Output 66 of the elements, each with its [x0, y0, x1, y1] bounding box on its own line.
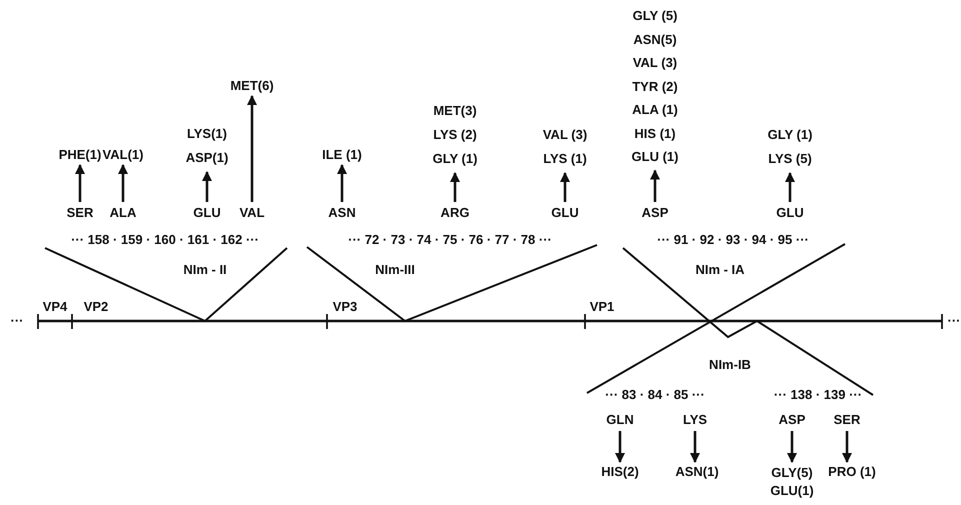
residue-label: ASP(1) [186, 149, 228, 167]
residue-label: GLY(5) [770, 464, 814, 482]
residue-label: GLU [193, 205, 221, 221]
protein-label: VP1 [590, 299, 614, 315]
residue-label: PRO (1) [828, 464, 876, 480]
residue-label: MET(6) [230, 78, 274, 94]
residue-label: VAL (3) [542, 126, 588, 144]
residue-label: GLU (1) [632, 148, 678, 166]
residue-label: ARG [440, 205, 470, 221]
residue-label: HIS(2) [601, 464, 639, 480]
site-label: NIm-III [375, 262, 415, 278]
residue-label: VAL(1) [102, 147, 144, 163]
arrow [785, 172, 795, 202]
residue-label: LYS(1) [186, 125, 228, 143]
residue-number-row: ··· 83 · 84 · 85 ··· [605, 387, 705, 403]
ellipsis: ··· [10, 313, 24, 329]
protein-label: VP3 [332, 299, 358, 315]
arrow [650, 170, 660, 202]
residue-label: ASP [778, 412, 806, 428]
protein-label: VP4 [42, 299, 68, 315]
residue-label: ASN(5) [632, 30, 678, 49]
ellipsis: ··· [948, 313, 960, 329]
residue-label: LYS [682, 412, 708, 428]
residue-label: GLY (1) [768, 126, 812, 144]
arrow [118, 164, 128, 202]
arrow [842, 431, 852, 463]
residue-label: ASN(1) [675, 464, 719, 480]
residue-label: LYS (2) [432, 126, 478, 144]
residue-label: ASN [328, 205, 356, 221]
residue-label: TYR (2) [632, 78, 678, 96]
residue-label: VAL [239, 205, 265, 221]
residue-number-row: ··· 72 · 73 · 74 · 75 · 76 · 77 · 78 ··· [348, 232, 552, 248]
residue-number-row: ··· 138 · 139 ··· [774, 387, 862, 403]
protein-label: VP2 [84, 299, 108, 315]
arrow [615, 431, 625, 463]
residue-label: PHE(1) [58, 147, 102, 163]
arrow [75, 164, 85, 202]
residue-label: SER [66, 205, 94, 221]
residue-label: ALA [110, 205, 136, 221]
residue-label: ALA (1) [632, 101, 678, 119]
residue-number-row: ··· 158 · 159 · 160 · 161 · 162 ··· [71, 232, 259, 248]
residue-label: GLN [606, 412, 634, 428]
residue-label: ILE (1) [322, 147, 362, 163]
residue-label: LYS (5) [768, 150, 812, 168]
residue-label: ASP [642, 205, 668, 221]
site-label: NIm-IB [709, 357, 751, 373]
residue-label: GLU [776, 205, 804, 221]
residue-label: GLU(1) [770, 482, 814, 500]
arrow [337, 164, 347, 202]
arrow [202, 171, 212, 202]
residue-label: VAL (3) [632, 54, 678, 72]
residue-label: MET(3) [432, 102, 478, 120]
residue-label: HIS (1) [633, 124, 677, 143]
arrow [247, 95, 257, 202]
arrow [560, 172, 570, 202]
site-label: NIm - IA [695, 262, 745, 278]
residue-label: LYS (1) [542, 150, 588, 168]
residue-label: GLY (5) [632, 7, 678, 25]
residue-number-row: ··· 91 · 92 · 93 · 94 · 95 ··· [657, 232, 809, 248]
residue-label: GLU [551, 205, 579, 221]
arrow [787, 431, 797, 463]
residue-label: SER [834, 412, 860, 428]
residue-label: GLY (1) [432, 150, 478, 168]
arrow [690, 431, 700, 463]
arrow [450, 172, 460, 202]
site-label: NIm - II [183, 262, 227, 278]
